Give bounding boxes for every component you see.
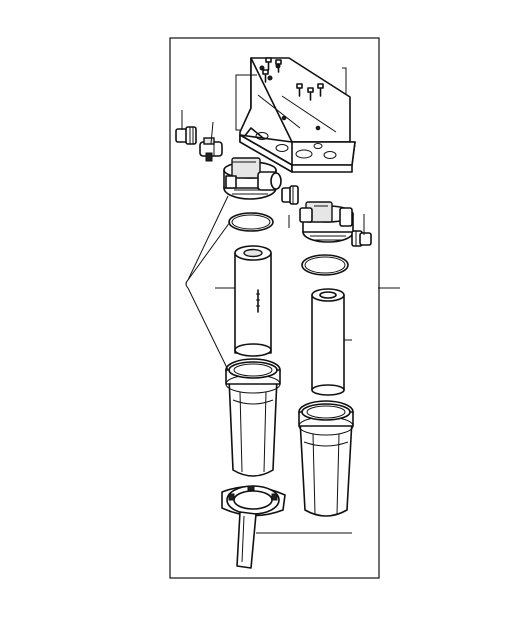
carbon-cartridge	[234, 245, 272, 357]
housing-icon	[225, 358, 281, 477]
housing-left	[225, 358, 281, 477]
fitting-icon	[281, 185, 299, 205]
housing-right	[298, 400, 354, 517]
inlet-fitting	[175, 126, 197, 145]
wrench-icon	[221, 485, 286, 569]
o-ring-icon	[228, 212, 274, 232]
housing-icon	[298, 400, 354, 517]
cartridge-icon	[311, 288, 345, 396]
filter-head-right	[299, 201, 354, 243]
valve	[199, 137, 223, 162]
housing-wrench	[221, 485, 286, 569]
filter-head-icon	[299, 201, 354, 243]
diagram-frame	[169, 37, 380, 579]
filter-head-left	[223, 157, 282, 200]
leader-lines	[181, 67, 400, 534]
valve-icon	[199, 137, 223, 162]
filter-head-icon	[223, 157, 282, 200]
o-ring-left	[228, 212, 274, 232]
sediment-cartridge	[311, 288, 345, 396]
o-ring-icon	[301, 254, 349, 276]
screws	[262, 57, 324, 101]
screw-icon	[262, 57, 324, 101]
mounting-bracket	[239, 57, 356, 173]
fitting-icon	[175, 126, 197, 145]
fitting-icon	[351, 230, 372, 247]
nipple-connector	[281, 185, 299, 205]
o-ring-right	[301, 254, 349, 276]
outlet-fitting	[351, 230, 372, 247]
cartridge-icon	[234, 245, 272, 357]
